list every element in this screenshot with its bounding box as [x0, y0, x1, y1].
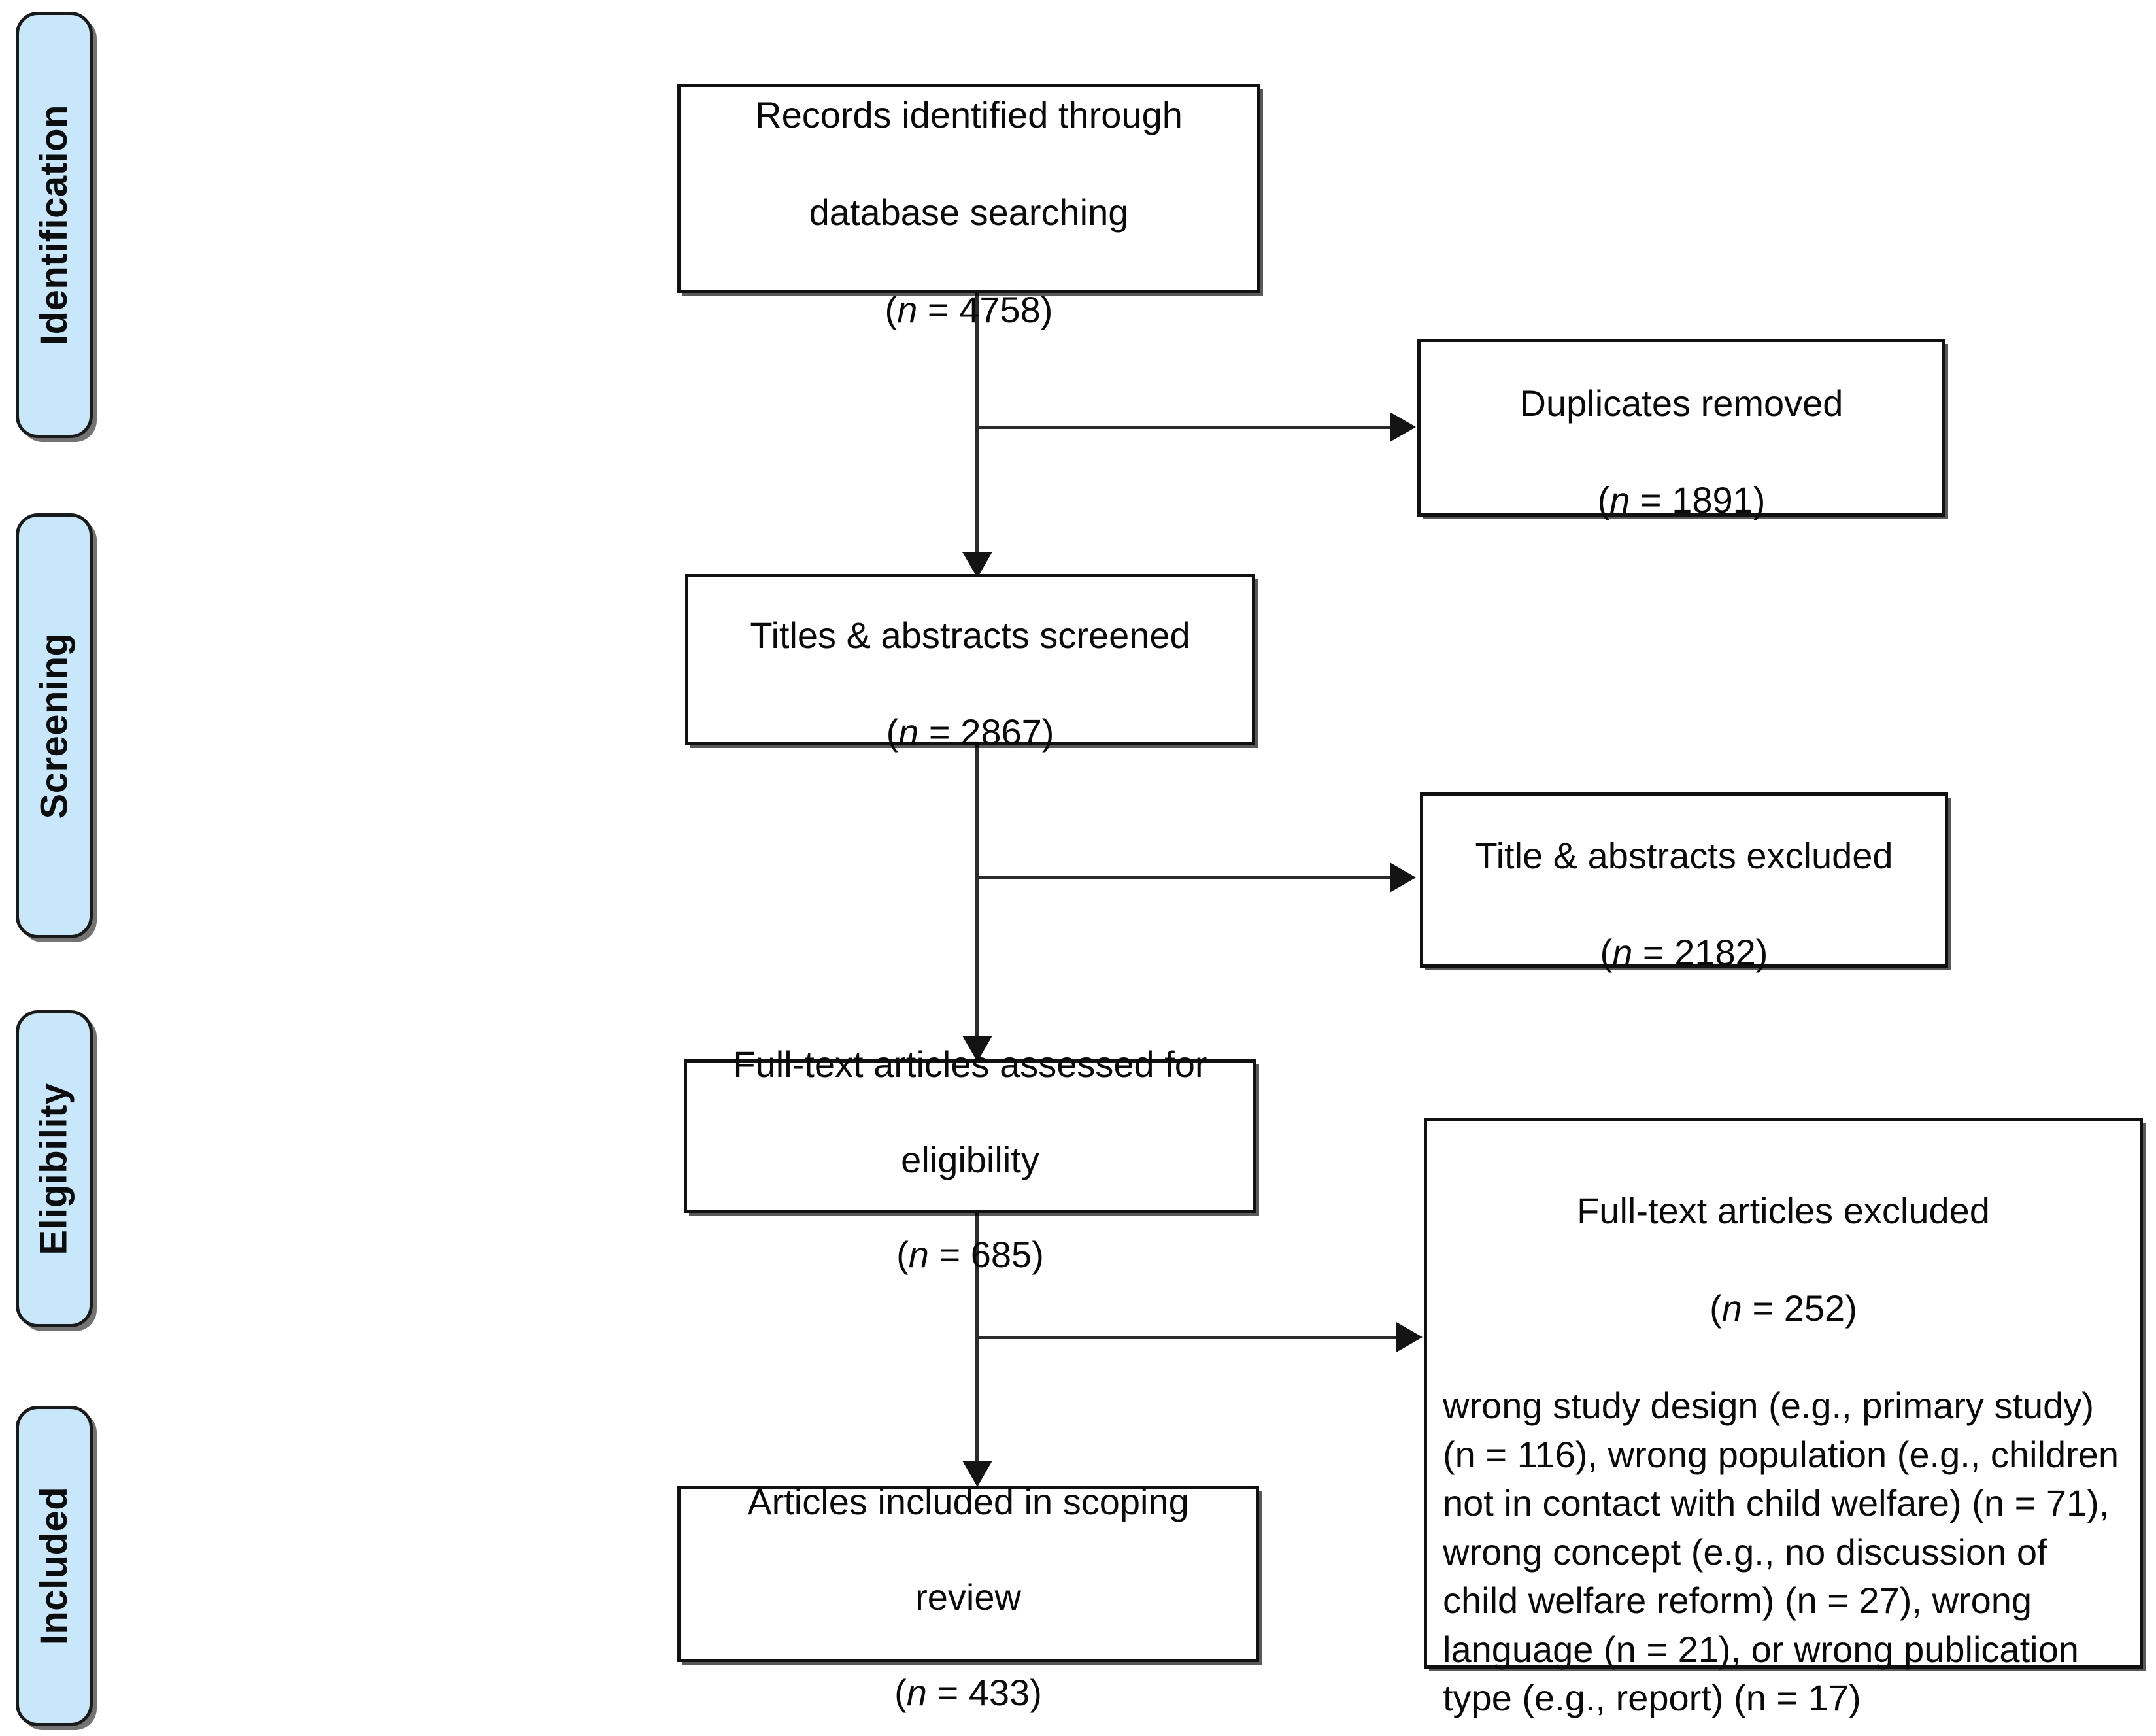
- box-records-identified: Records identified through database sear…: [677, 84, 1260, 330]
- arrow-titles-to-titles-excluded: [1390, 862, 1416, 893]
- box-titles-excluded: Title & abstracts excluded (n = 2182): [1420, 792, 1948, 973]
- records-identified-line1: Records identified through: [755, 94, 1183, 136]
- fulltext-assessed-count: 685: [970, 1234, 1032, 1276]
- titles-excluded-count: 2182: [1674, 932, 1756, 974]
- box-fulltext-assessed-text: Full-text articles assessed for eligibil…: [733, 1043, 1207, 1276]
- arrow-records-to-duplicates: [1390, 412, 1416, 442]
- box-fulltext-excluded: Full-text articles excluded (n = 252) wr…: [1424, 1118, 2143, 1718]
- articles-included-count: 433: [968, 1671, 1030, 1713]
- arrow-titles-to-fulltext: [962, 1036, 992, 1062]
- duplicates-removed-count: 1891: [1672, 479, 1753, 521]
- duplicates-removed-n-symbol: n: [1609, 479, 1630, 521]
- fulltext-excluded-count: 252: [1783, 1287, 1845, 1329]
- arrow-records-to-titles: [962, 552, 992, 578]
- connector-fulltext-to-fulltext-excluded: [975, 1336, 1398, 1339]
- stage-tab-screening: Screening: [16, 513, 93, 938]
- connector-titles-to-titles-excluded: [975, 876, 1391, 879]
- titles-excluded-n-symbol: n: [1612, 932, 1633, 974]
- connector-titles-to-fulltext: [975, 745, 979, 1049]
- stage-label-eligibility: Eligibility: [33, 1082, 75, 1255]
- stage-tab-identification: Identification: [16, 12, 93, 438]
- titles-screened-line1: Titles & abstracts screened: [750, 614, 1190, 656]
- box-titles-screened-text: Titles & abstracts screened (n = 2867): [750, 614, 1190, 753]
- records-identified-n-symbol: n: [897, 288, 918, 330]
- titles-screened-n-symbol: n: [898, 711, 919, 753]
- connector-records-to-titles: [975, 293, 979, 566]
- fulltext-assessed-line1: Full-text articles assessed for: [733, 1043, 1207, 1085]
- box-fulltext-assessed: Full-text articles assessed for eligibil…: [684, 1044, 1256, 1275]
- duplicates-removed-line1: Duplicates removed: [1519, 382, 1844, 424]
- box-titles-screened: Titles & abstracts screened (n = 2867): [685, 574, 1255, 753]
- box-records-identified-text: Records identified through database sear…: [755, 94, 1183, 330]
- articles-included-line2: review: [915, 1576, 1021, 1618]
- fulltext-excluded-n-symbol: n: [1721, 1287, 1742, 1329]
- records-identified-count: 4758: [959, 288, 1041, 330]
- stage-tab-included: Included: [16, 1406, 93, 1726]
- box-duplicates-removed: Duplicates removed (n = 1891): [1417, 339, 1945, 520]
- stage-tab-eligibility: Eligibility: [16, 1010, 93, 1327]
- articles-included-line1: Articles included in scoping: [747, 1481, 1189, 1523]
- stage-label-identification: Identification: [33, 105, 76, 345]
- stage-label-screening: Screening: [33, 632, 75, 819]
- fulltext-excluded-reasons: wrong study design (e.g., primary study)…: [1443, 1385, 2119, 1719]
- box-duplicates-removed-text: Duplicates removed (n = 1891): [1519, 382, 1844, 521]
- records-identified-line2: database searching: [809, 192, 1129, 233]
- box-articles-included: Articles included in scoping review (n =…: [677, 1481, 1259, 1713]
- stage-label-included: Included: [33, 1486, 75, 1646]
- fulltext-assessed-n-symbol: n: [908, 1234, 929, 1276]
- fulltext-excluded-heading: Full-text articles excluded: [1577, 1190, 1990, 1232]
- box-fulltext-excluded-text: Full-text articles excluded (n = 252) wr…: [1443, 1138, 2124, 1723]
- connector-fulltext-to-included: [975, 1213, 979, 1474]
- arrow-fulltext-to-included: [962, 1461, 992, 1487]
- box-titles-excluded-text: Title & abstracts excluded (n = 2182): [1475, 834, 1893, 974]
- fulltext-assessed-line2: eligibility: [901, 1138, 1039, 1180]
- titles-excluded-line1: Title & abstracts excluded: [1475, 834, 1893, 876]
- connector-records-to-duplicates: [975, 426, 1391, 429]
- arrow-fulltext-to-fulltext-excluded: [1396, 1322, 1423, 1352]
- box-articles-included-text: Articles included in scoping review (n =…: [747, 1481, 1189, 1713]
- titles-screened-count: 2867: [960, 711, 1042, 753]
- articles-included-n-symbol: n: [906, 1671, 927, 1713]
- fulltext-excluded-count-line: (n = 252): [1710, 1287, 1857, 1329]
